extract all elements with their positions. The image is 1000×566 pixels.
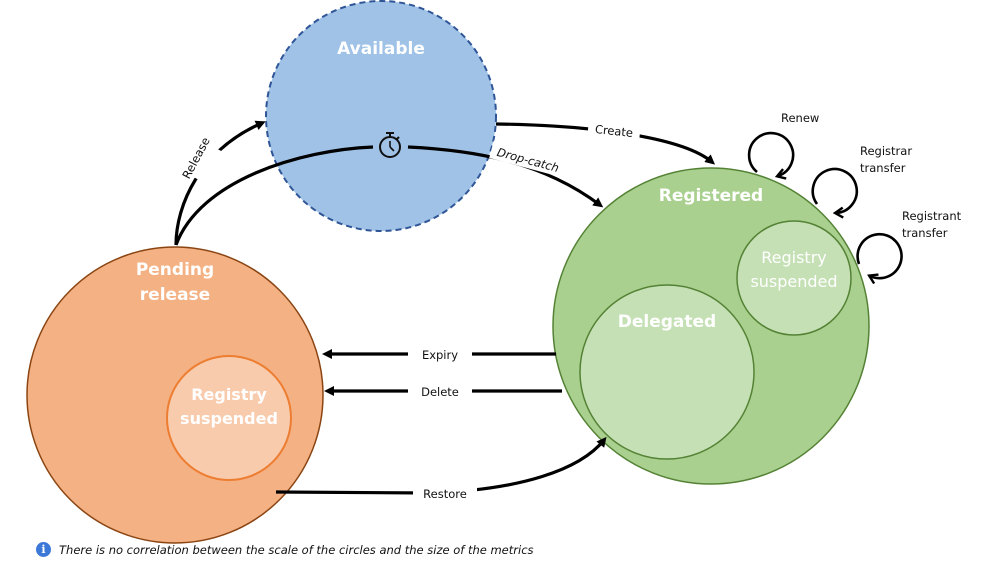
registered-label: Registered xyxy=(659,186,763,206)
registrar-transfer-label-line2: transfer xyxy=(860,161,906,175)
info-icon: i xyxy=(36,542,51,557)
delegated-label: Delegated xyxy=(618,312,716,332)
pending-release-label-line2: release xyxy=(140,285,210,305)
footnote-text: There is no correlation between the scal… xyxy=(59,542,534,557)
registered-registry-suspended-label-line1: Registry xyxy=(761,248,827,267)
footnote: i There is no correlation between the sc… xyxy=(36,542,534,557)
restore-label: Restore xyxy=(423,487,467,501)
available-label: Available xyxy=(337,39,425,59)
registrar-transfer-loop xyxy=(811,167,859,213)
drop-catch-label: Drop-catch xyxy=(495,145,560,175)
transition-renew: Renew xyxy=(747,111,819,176)
delegated-circle xyxy=(579,284,755,460)
pending-registry-suspended-label-line2: suspended xyxy=(180,409,278,428)
transition-delete: Delete xyxy=(324,382,562,400)
state-pending-release: Pending release Registry suspended xyxy=(26,246,324,544)
state-registered: Registered Delegated Registry suspended xyxy=(552,167,870,485)
renew-loop xyxy=(747,131,795,176)
pending-release-label-line1: Pending xyxy=(136,260,214,280)
transition-create: Create xyxy=(495,119,716,165)
drop-catch-arrow-part1 xyxy=(174,145,374,246)
state-available: Available xyxy=(265,0,497,232)
registered-registry-suspended-label-line2: suspended xyxy=(750,272,837,291)
registrant-transfer-label-line2: transfer xyxy=(902,226,948,240)
create-label: Create xyxy=(594,122,633,140)
available-circle xyxy=(265,0,497,232)
registrant-transfer-label-line1: Registrant xyxy=(902,209,962,223)
transition-release: Release xyxy=(162,120,266,246)
expiry-label: Expiry xyxy=(422,348,458,362)
release-arrow xyxy=(174,120,266,246)
pending-registry-suspended-label-line1: Registry xyxy=(191,385,267,404)
delete-label: Delete xyxy=(421,385,459,399)
registrant-transfer-loop xyxy=(856,232,903,278)
registered-registry-suspended-circle xyxy=(736,220,852,336)
transition-registrant-transfer: Registrant transfer xyxy=(856,209,962,278)
renew-label: Renew xyxy=(781,111,819,125)
transition-expiry: Expiry xyxy=(322,345,556,363)
pending-registry-suspended-circle xyxy=(166,355,292,481)
transition-registrar-transfer: Registrar transfer xyxy=(811,144,912,213)
stopwatch-icon xyxy=(379,132,401,158)
transition-restore: Restore xyxy=(275,436,607,502)
registrar-transfer-label-line1: Registrar xyxy=(860,144,912,158)
